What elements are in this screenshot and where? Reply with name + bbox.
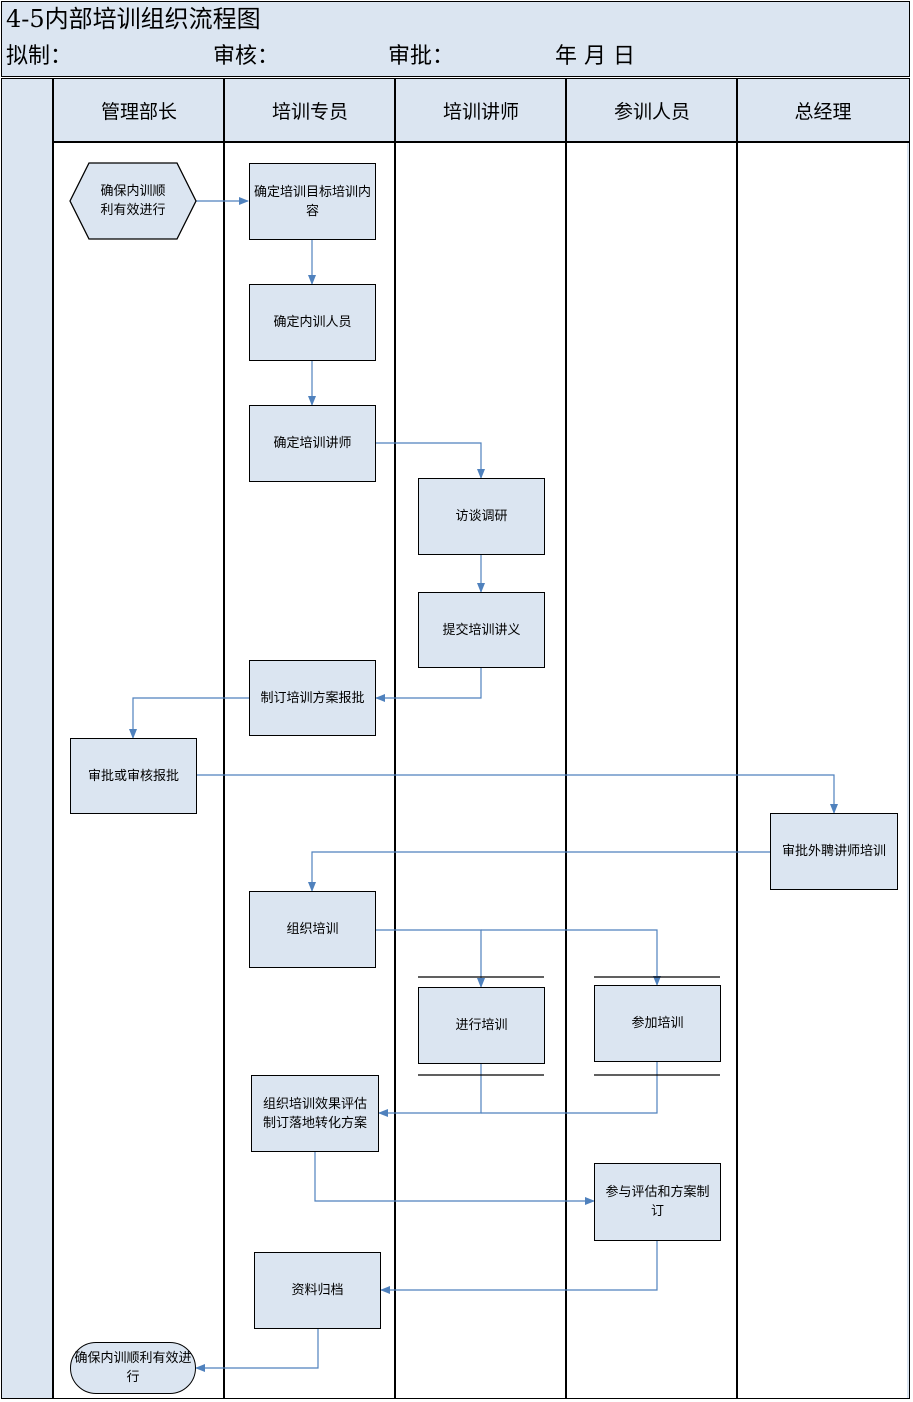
lane-divider xyxy=(394,79,396,1398)
lane-header-training-specialist: 培训专员 xyxy=(225,79,395,142)
connector-arrow xyxy=(308,851,770,892)
lane-header-trainees: 参训人员 xyxy=(567,79,737,142)
lane-header-general-manager: 总经理 xyxy=(738,79,908,142)
start-node: 确保内训顺利有效进行 xyxy=(100,184,166,218)
connector-arrow xyxy=(376,442,485,479)
set-trainees-box: 确定内训人员 xyxy=(249,284,376,361)
plan-report-box: 制订培训方案报批 xyxy=(249,660,376,736)
submit-notes-box: 提交培训讲义 xyxy=(418,592,545,668)
date-label: 年 月 日 xyxy=(555,44,635,69)
connector-arrow xyxy=(129,697,250,739)
lane-divider xyxy=(736,79,738,1398)
end-node: 确保内训顺利有效进行 xyxy=(70,1342,196,1394)
interview-box: 访谈调研 xyxy=(418,478,545,555)
lane-header-manager: 管理部长 xyxy=(54,79,224,142)
approve-review-box: 审批或审核报批 xyxy=(70,738,197,814)
participate-eval-box: 参与评估和方案制订 xyxy=(594,1163,721,1241)
set-goals-box: 确定培训目标培训内容 xyxy=(249,163,376,240)
connector-arrow xyxy=(378,1064,482,1117)
lane-divider xyxy=(52,79,54,1398)
connector-arrow xyxy=(197,774,838,814)
connector-arrow xyxy=(314,1152,595,1205)
lane-header-lecturer: 培训讲师 xyxy=(396,79,566,142)
lane-divider xyxy=(223,79,225,1398)
evaluate-plan-box: 组织培训效果评估制订落地转化方案 xyxy=(251,1075,379,1152)
start-terminator-shape xyxy=(69,162,197,240)
drafted-label: 拟制： xyxy=(6,44,73,69)
attend-training-box: 参加培训 xyxy=(594,985,721,1062)
connector-arrow xyxy=(481,1062,658,1114)
organize-training-box: 组织培训 xyxy=(249,891,376,968)
header-row-divider xyxy=(52,141,909,143)
approved-label: 审批： xyxy=(388,44,455,69)
gm-approve-box: 审批外聘讲师培训 xyxy=(770,813,898,890)
lane-divider xyxy=(565,79,567,1398)
archive-box: 资料归档 xyxy=(254,1252,381,1329)
connector-arrow xyxy=(481,929,661,986)
conduct-training-box: 进行培训 xyxy=(418,987,545,1064)
connector-arrow xyxy=(375,668,482,702)
connector-arrow xyxy=(376,929,485,988)
page-title: 4-5内部培训组织流程图 xyxy=(6,5,261,33)
connector-arrow xyxy=(195,1329,319,1372)
connector-arrow xyxy=(380,1241,658,1294)
reviewed-label: 审核： xyxy=(213,44,280,69)
set-lecturer-box: 确定培训讲师 xyxy=(249,405,376,482)
header-bar: 4-5内部培训组织流程图 拟制： 审核： 审批： 年 月 日 xyxy=(1,1,910,77)
